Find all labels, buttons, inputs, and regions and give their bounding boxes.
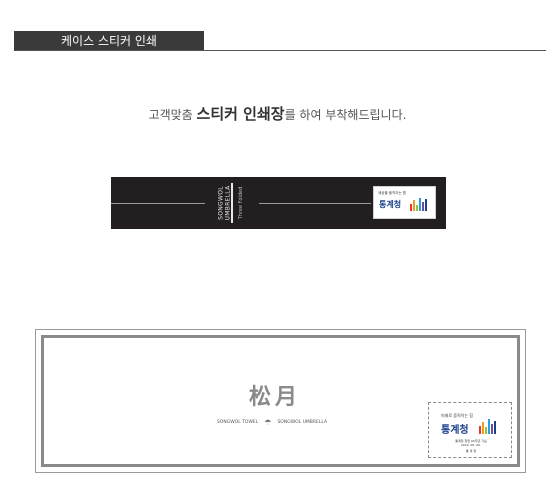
case-label-fine3: 통 계 청 — [465, 449, 477, 453]
case-logo-label: 미래로 움직이는 힘 통계청 통계청 창립 00주년 기념 2020. 00. … — [428, 402, 512, 458]
statistics-bars-icon — [410, 197, 432, 211]
strip-brand-line2: UMBRELLA — [224, 185, 232, 221]
case-tagline: SONGWOL TOWEL ☂ SONGWOL UMBRELLA — [217, 418, 377, 427]
logo-text: 松月 — [249, 384, 302, 410]
songwol-logo: 松月 — [249, 379, 301, 411]
case-sticker-frame: 松月 SONGWOL TOWEL ☂ SONGWOL UMBRELLA 미래로 … — [41, 335, 520, 467]
strip-label-tagline: 세상을 움직이는 힘 — [378, 191, 406, 195]
case-sticker-image: 松月 SONGWOL TOWEL ☂ SONGWOL UMBRELLA 미래로 … — [35, 329, 526, 473]
strip-label-name: 통계청 — [379, 200, 402, 209]
strip-type-text: Three Folded — [238, 186, 245, 220]
section-title: 케이스 스티커 인쇄 — [61, 34, 157, 48]
statistics-bars-icon — [479, 418, 503, 434]
strip-type: Three Folded — [235, 181, 247, 225]
headline: 고객맞춤 스티커 인쇄장를 하여 부착해드립니다. — [0, 103, 555, 124]
case-label-name: 통계청 — [441, 425, 469, 436]
headline-before: 고객맞춤 — [148, 108, 197, 122]
case-label-fine1: 통계청 창립 00주년 기념 — [455, 439, 487, 443]
strip-divider-bar — [231, 183, 233, 223]
case-label-fine2: 2020. 00. 00. — [460, 443, 482, 447]
umbrella-icon: ☂ — [264, 418, 272, 427]
headline-emphasis: 스티커 인쇄장 — [196, 105, 285, 123]
strip-line-left — [111, 203, 205, 204]
tagline-umbrella: SONGWOL UMBRELLA — [277, 420, 328, 425]
strip-brand-line1: SONGWOL — [217, 186, 225, 220]
strip-line-right — [259, 203, 371, 204]
section-divider — [14, 50, 546, 51]
headline-after: 를 하여 부착해드립니다. — [284, 108, 407, 122]
tagline-towel: SONGWOL TOWEL — [217, 420, 259, 425]
section-title-tab: 케이스 스티커 인쇄 — [14, 31, 204, 51]
strip-logo-label: 세상을 움직이는 힘 통계청 — [373, 186, 436, 219]
case-label-tagline: 미래로 움직이는 힘 — [441, 413, 473, 418]
sticker-strip-image: SONGWOL UMBRELLA Three Folded 세상을 움직이는 힘… — [111, 177, 446, 229]
